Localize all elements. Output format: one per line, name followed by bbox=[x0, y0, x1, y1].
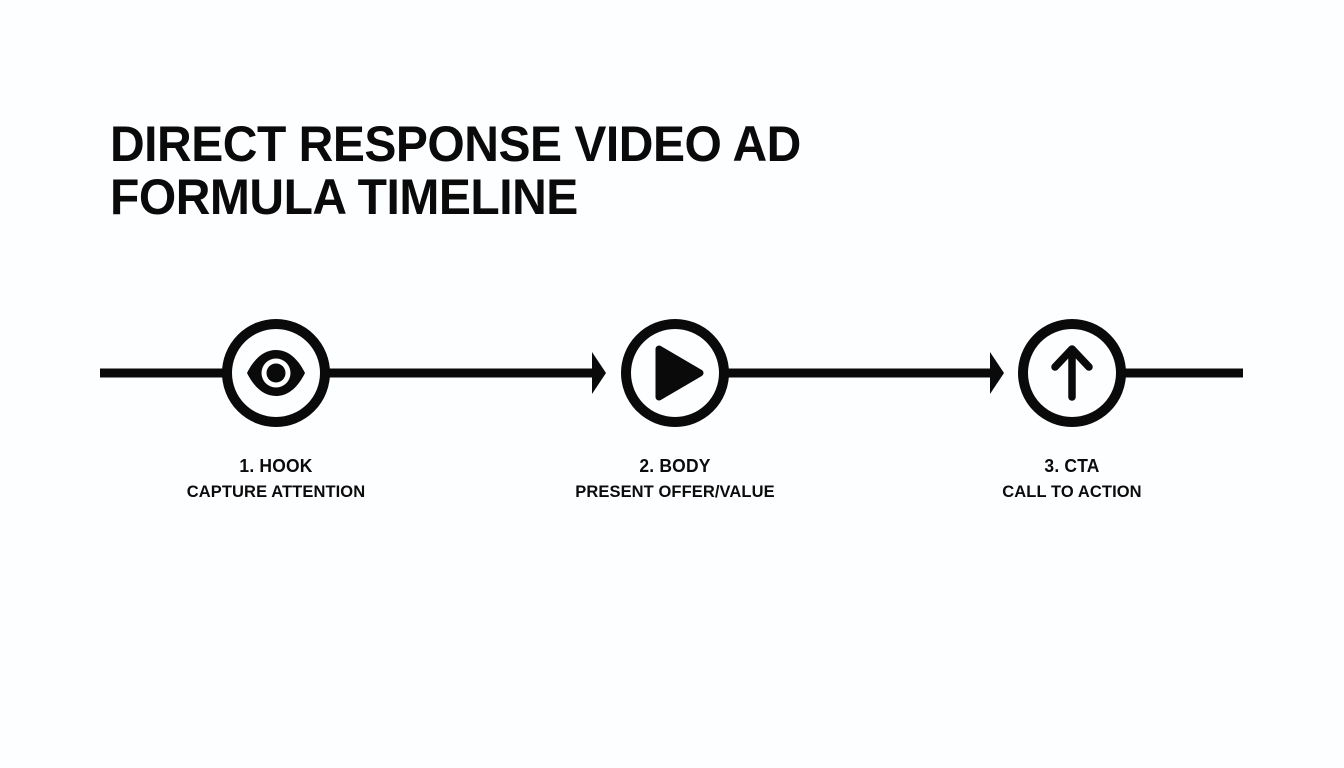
timeline-label-cta: 3. CTA CALL TO ACTION bbox=[912, 455, 1232, 503]
page-title-line-1: DIRECT RESPONSE VIDEO AD bbox=[110, 116, 801, 172]
timeline-node-body[interactable] bbox=[621, 319, 729, 427]
timeline-axis-line bbox=[100, 368, 1243, 378]
page-title-line-2: FORMULA TIMELINE bbox=[110, 169, 578, 225]
arrowhead-icon-2 bbox=[990, 352, 1004, 394]
timeline-label-hook: 1. HOOK CAPTURE ATTENTION bbox=[116, 455, 436, 503]
timeline-label-body-title: 2. BODY bbox=[639, 456, 711, 476]
page-title: DIRECT RESPONSE VIDEO AD FORMULA TIMELIN… bbox=[110, 118, 1010, 224]
eye-icon bbox=[247, 350, 305, 396]
timeline-node-cta[interactable] bbox=[1018, 319, 1126, 427]
timeline-label-cta-subtitle: CALL TO ACTION bbox=[1002, 482, 1142, 501]
timeline-label-hook-title: 1. HOOK bbox=[239, 456, 313, 476]
play-icon bbox=[655, 345, 704, 401]
timeline-label-body: 2. BODY PRESENT OFFER/VALUE bbox=[515, 455, 835, 503]
arrowhead-icon-1 bbox=[592, 352, 606, 394]
timeline-label-body-subtitle: PRESENT OFFER/VALUE bbox=[575, 482, 775, 501]
timeline-node-hook[interactable] bbox=[222, 319, 330, 427]
arrow-up-icon bbox=[1051, 345, 1093, 401]
timeline-label-hook-subtitle: CAPTURE ATTENTION bbox=[186, 482, 366, 501]
timeline-label-cta-title: 3. CTA bbox=[1044, 456, 1100, 476]
